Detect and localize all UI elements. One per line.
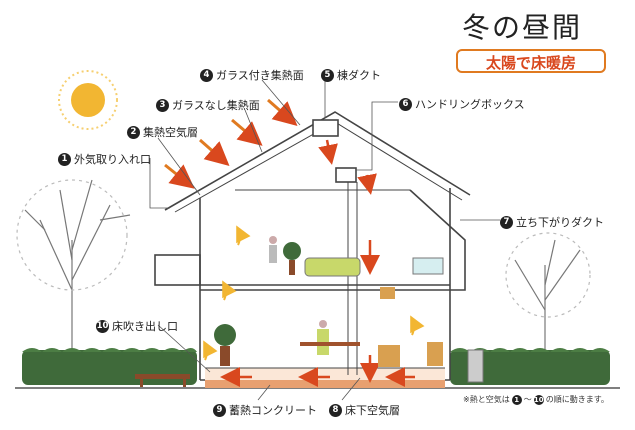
rising-air-arrows — [203, 225, 425, 361]
label-glazed-collector: 4 ガラス付き集熱面 — [200, 67, 304, 83]
label-downflow-duct: 7 立ち下がりダクト — [500, 214, 604, 230]
label-outside-air-inlet: 1 外気取り入れ口 — [58, 151, 151, 167]
label-handling-box: 6 ハンドリングボックス — [399, 96, 525, 112]
sun-rays — [164, 98, 298, 189]
label-ridge-duct: 5 棟ダクト — [321, 67, 381, 83]
house-structure — [154, 111, 471, 381]
label-floor-outlet: 10 床吹き出し口 — [96, 319, 178, 333]
footnote: ※熱と空気は 1 〜 10 の順に動きます。 — [463, 394, 609, 405]
label-unglazed-collector: 3 ガラスなし集熱面 — [156, 97, 260, 113]
bench — [135, 374, 190, 387]
diagram-subtitle: 太陽で床暖房 — [456, 49, 606, 73]
air-flow-arrows — [220, 139, 415, 387]
interior-details — [214, 236, 484, 383]
sun-icon — [58, 70, 118, 130]
diagram-title: 冬の昼間 — [462, 11, 583, 44]
label-collector-air-layer: 2 集熱空気層 — [127, 124, 198, 140]
bare-tree-left — [16, 179, 131, 380]
label-underfloor-air-layer: 8 床下空気層 — [329, 402, 400, 418]
label-storage-concrete: 9 蓄熱コンクリート — [213, 402, 317, 418]
storage-concrete-slab — [205, 380, 445, 388]
